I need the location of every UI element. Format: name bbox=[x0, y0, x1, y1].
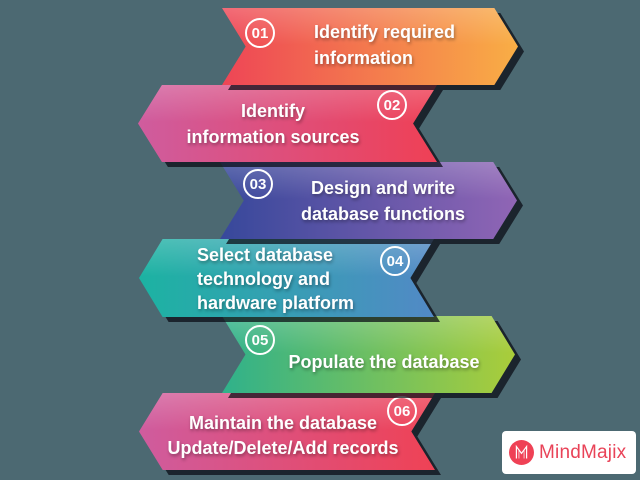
step-label-line: Design and write bbox=[310, 178, 456, 198]
step-arrow-4: 04 Select database technology and hardwa… bbox=[139, 239, 434, 317]
step-arrow-5: 05 Populate the database bbox=[222, 316, 515, 393]
step-banner-4: 04 Select database technology and hardwa… bbox=[139, 239, 434, 317]
mindmajix-monogram-icon bbox=[509, 440, 534, 465]
step-label-6: Maintain the database Update/Delete/Add … bbox=[153, 411, 413, 461]
step-label-line: Update/Delete/Add records bbox=[167, 438, 399, 458]
step-number-badge-3: 03 bbox=[243, 169, 273, 199]
mindmajix-logo[interactable]: MindMajix bbox=[502, 431, 636, 474]
step-label-line: technology and bbox=[197, 269, 331, 289]
step-arrow-1: 01 Identify required information bbox=[222, 8, 518, 85]
step-label-line: Select database bbox=[197, 245, 334, 265]
step-number: 01 bbox=[251, 24, 269, 42]
step-banner-6: 06 Maintain the database Update/Delete/A… bbox=[139, 393, 435, 470]
step-label-line: Identify required bbox=[314, 22, 456, 42]
step-number: 06 bbox=[393, 402, 411, 420]
step-number-badge-4: 04 bbox=[380, 246, 410, 276]
step-number: 05 bbox=[251, 331, 269, 349]
step-label-line: Identify bbox=[240, 101, 305, 121]
step-label-4: Select database technology and hardware … bbox=[197, 243, 354, 315]
step-label-3: Design and write database functions bbox=[278, 175, 488, 227]
mindmajix-brand-text: MindMajix bbox=[539, 441, 627, 463]
step-arrow-2: 02 Identify information sources bbox=[138, 85, 437, 162]
m-monogram-icon bbox=[515, 444, 528, 459]
step-label-1: Identify required information bbox=[314, 19, 455, 71]
step-number-badge-2: 02 bbox=[377, 90, 407, 120]
step-number-badge-5: 05 bbox=[245, 325, 275, 355]
step-number: 02 bbox=[383, 96, 401, 114]
step-arrow-3: 03 Design and write database functions bbox=[220, 162, 517, 239]
step-arrow-6: 06 Maintain the database Update/Delete/A… bbox=[139, 393, 435, 470]
step-number-badge-1: 01 bbox=[245, 18, 275, 48]
step-number: 03 bbox=[249, 175, 267, 193]
step-label-line: Populate the database bbox=[288, 352, 480, 372]
step-label-line: database functions bbox=[300, 204, 466, 224]
step-banner-5: 05 Populate the database bbox=[222, 316, 515, 393]
step-label-line: Maintain the database bbox=[188, 413, 378, 433]
step-number-badge-6: 06 bbox=[387, 396, 417, 426]
step-label-line: information sources bbox=[186, 127, 360, 147]
step-banner-2: 02 Identify information sources bbox=[138, 85, 437, 162]
step-label-2: Identify information sources bbox=[153, 98, 393, 150]
step-banner-1: 01 Identify required information bbox=[222, 8, 518, 85]
step-label-line: hardware platform bbox=[197, 293, 355, 313]
step-label-line: information bbox=[314, 48, 413, 68]
step-banner-3: 03 Design and write database functions bbox=[220, 162, 517, 239]
step-label-5: Populate the database bbox=[274, 349, 494, 375]
step-number: 04 bbox=[386, 252, 404, 270]
